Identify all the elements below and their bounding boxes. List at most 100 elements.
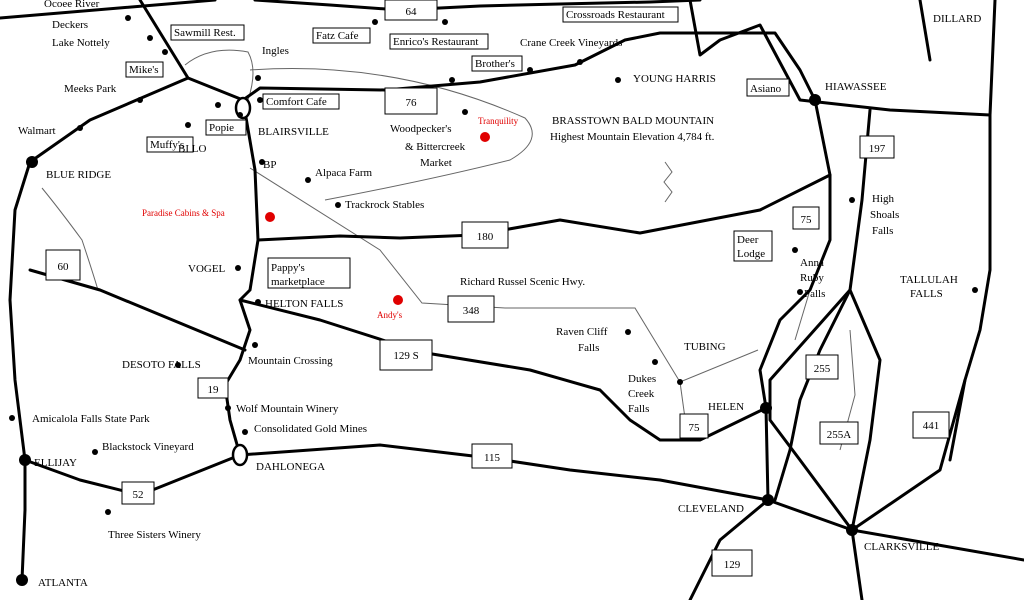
label-anna: Anna: [800, 257, 824, 269]
label-deer: Deer: [737, 234, 759, 246]
svg-text:180: 180: [477, 231, 494, 243]
route-shield-180: 180: [461, 221, 509, 249]
town-helen: HELEN: [708, 401, 744, 413]
town-tallulah: TALLULAH: [900, 274, 958, 286]
town-dahlonega: DAHLONEGA: [256, 461, 325, 473]
label-raven-cliff-falls: Falls: [578, 342, 599, 354]
svg-text:75: 75: [689, 422, 701, 434]
label-crossroads-restaurant: Crossroads Restaurant: [566, 9, 665, 21]
label-blackstock-vineyard: Blackstock Vineyard: [102, 441, 194, 453]
label-meeks-park: Meeks Park: [64, 83, 117, 95]
town-tubing: TUBING: [684, 341, 726, 353]
highlight-markers: [265, 132, 490, 305]
label-highest-elevation: Highest Mountain Elevation 4,784 ft.: [550, 131, 715, 143]
label-ocoee-river: Ocoee River: [44, 0, 100, 10]
label-bittercreek: & Bittercreek: [405, 141, 466, 153]
place-labels: Ocoee River Deckers Lake Nottely Ingles …: [18, 0, 899, 541]
town-cleveland: CLEVELAND: [678, 503, 744, 515]
town-vogel: VOGEL: [188, 263, 226, 275]
label-walmart: Walmart: [18, 125, 56, 137]
town-helton-falls: HELTON FALLS: [265, 298, 343, 310]
label-comfort-cafe: Comfort Cafe: [266, 96, 327, 108]
label-crane-creek-vineyards: Crane Creek Vineyards: [520, 37, 622, 49]
route-shield-441: 441: [912, 411, 950, 439]
svg-text:255: 255: [814, 363, 831, 375]
label-alpaca-farm: Alpaca Farm: [315, 167, 373, 179]
poi-markers: [9, 15, 978, 515]
label-ingles: Ingles: [262, 45, 289, 57]
town-desoto-falls: DESOTO FALLS: [122, 359, 201, 371]
scenic-routes: [41, 49, 856, 451]
svg-text:52: 52: [133, 489, 144, 501]
svg-text:64: 64: [406, 6, 418, 18]
label-tranquility: Tranquility: [478, 116, 519, 126]
svg-text:75: 75: [801, 214, 813, 226]
label-popie: Popie: [209, 122, 234, 134]
label-anna-ruby-falls: Falls: [804, 288, 825, 300]
svg-text:60: 60: [58, 261, 70, 273]
label-andys: Andy's: [377, 310, 403, 320]
town-labels: BLAIRSVILLE BLUE RIDGE YOUNG HARRIS HIAW…: [34, 13, 981, 589]
route-shield-255a: 255A: [819, 421, 859, 445]
route-shield-60: 60: [45, 249, 81, 281]
label-market: Market: [420, 157, 452, 169]
label-mountain-crossing: Mountain Crossing: [248, 355, 333, 367]
route-shield-75-north: 75: [792, 206, 820, 230]
town-clarksville: CLARKSVILLE: [864, 541, 939, 553]
label-woodpeckers: Woodpecker's: [390, 123, 452, 135]
label-bp: BP: [263, 159, 276, 171]
route-shield-129s: 129 S: [379, 339, 433, 371]
label-three-sisters-winery: Three Sisters Winery: [108, 529, 201, 541]
label-trackrock-stables: Trackrock Stables: [345, 199, 424, 211]
svg-text:129: 129: [724, 559, 741, 571]
label-sawmill-rest: Sawmill Rest.: [174, 27, 236, 39]
label-pappys: Pappy's: [271, 262, 305, 274]
route-shield-64: 64: [384, 0, 438, 21]
route-shield-52: 52: [121, 481, 155, 505]
label-dukes: Dukes: [628, 373, 656, 385]
label-paradise-cabins: Paradise Cabins & Spa: [142, 208, 225, 218]
town-ellijay: ELLIJAY: [34, 457, 77, 469]
label-bi-lo: BI LO: [178, 143, 206, 155]
label-high: High: [872, 193, 895, 205]
label-raven-cliff: Raven Cliff: [556, 326, 608, 338]
label-dukes-falls: Falls: [628, 403, 649, 415]
town-atlanta: ATLANTA: [38, 577, 88, 589]
route-shields: 64 76 180 60 348 129 S 19 115 52 75 75 1…: [45, 0, 950, 577]
label-marketplace: marketplace: [271, 276, 325, 288]
town-blairsville: BLAIRSVILLE: [258, 126, 329, 138]
svg-text:255A: 255A: [827, 429, 852, 441]
town-young-harris: YOUNG HARRIS: [633, 73, 716, 85]
svg-text:129 S: 129 S: [393, 350, 418, 362]
town-dillard: DILLARD: [933, 13, 981, 25]
route-shield-19: 19: [197, 377, 229, 399]
label-lodge: Lodge: [737, 248, 765, 260]
label-amicalola-falls: Amicalola Falls State Park: [32, 413, 150, 425]
label-fatz-cafe: Fatz Cafe: [316, 30, 359, 42]
svg-text:76: 76: [406, 97, 418, 109]
town-tallulah-falls: FALLS: [910, 288, 943, 300]
svg-text:115: 115: [484, 452, 501, 464]
route-shield-197: 197: [859, 135, 895, 159]
svg-text:348: 348: [463, 305, 480, 317]
label-asiano: Asiano: [750, 83, 782, 95]
label-deckers: Deckers: [52, 19, 88, 31]
svg-text:197: 197: [869, 143, 886, 155]
route-shield-115: 115: [471, 443, 513, 469]
highlight-labels: Tranquility Paradise Cabins & Spa Andy's: [142, 116, 519, 320]
route-shield-348: 348: [447, 295, 495, 323]
label-shoals: Shoals: [870, 209, 899, 221]
boxed-places: Sawmill Rest. Fatz Cafe Mike's Enrico's …: [125, 6, 790, 289]
label-brasstown-bald: BRASSTOWN BALD MOUNTAIN: [552, 115, 714, 127]
town-blue-ridge: BLUE RIDGE: [46, 169, 111, 181]
label-brothers: Brother's: [475, 58, 515, 70]
label-lake-nottely: Lake Nottely: [52, 37, 110, 49]
label-high-shoals-falls: Falls: [872, 225, 893, 237]
label-enricos-restaurant: Enrico's Restaurant: [393, 36, 478, 48]
label-wolf-mountain-winery: Wolf Mountain Winery: [236, 403, 339, 415]
town-hiawassee: HIAWASSEE: [825, 81, 887, 93]
label-consolidated-gold-mines: Consolidated Gold Mines: [254, 423, 367, 435]
label-muffys: Muffy's: [150, 139, 184, 151]
